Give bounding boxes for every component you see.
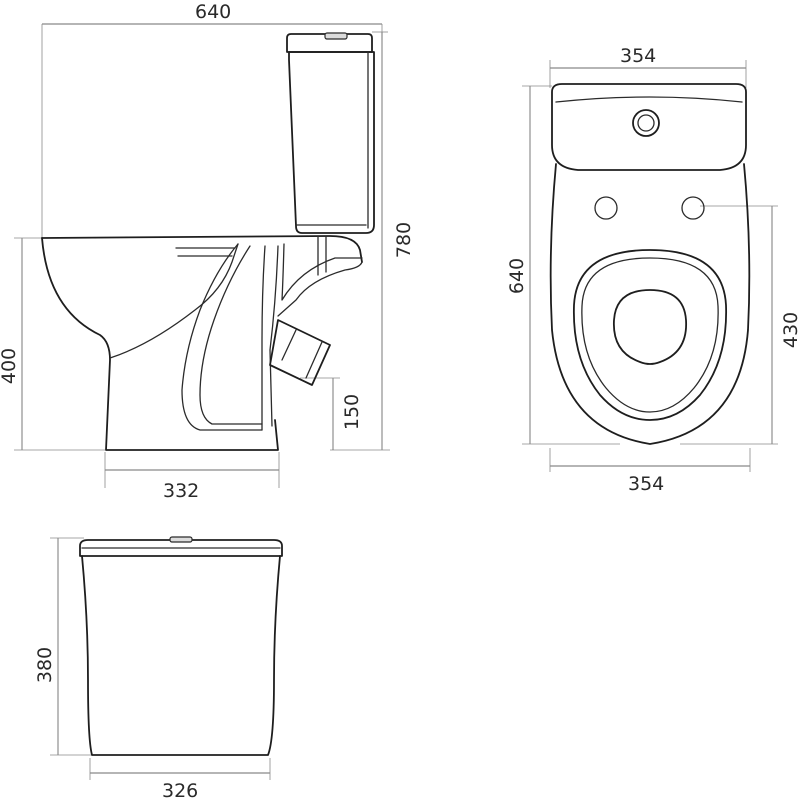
- top-hinge-dimension: 430: [680, 205, 800, 445]
- side-bowl-height-dimension: 400: [0, 237, 105, 451]
- side-width-dimension: 640: [41, 1, 383, 240]
- tank-width-label: 326: [162, 780, 198, 800]
- side-outlet-height-dimension: 150: [300, 377, 363, 450]
- side-bowl-height-label: 400: [0, 348, 20, 384]
- top-length-label: 640: [506, 258, 528, 294]
- top-bowl-width-label: 354: [628, 473, 664, 495]
- top-tank-width-dimension: 354: [549, 45, 747, 88]
- side-cistern: [286, 32, 375, 234]
- top-hinge-label: 430: [780, 312, 800, 348]
- top-view: 354 640 430 354: [506, 45, 800, 495]
- tank-width-dimension: 326: [89, 758, 271, 800]
- side-outlet-height-label: 150: [341, 394, 363, 430]
- hinge-hole-right-icon: [681, 196, 705, 220]
- tank-body: [79, 536, 283, 756]
- side-height-label: 780: [393, 222, 415, 258]
- side-height-dimension: 780: [330, 31, 415, 451]
- side-base-width-label: 332: [163, 480, 199, 502]
- tank-height-dimension: 380: [34, 537, 92, 756]
- flush-button-icon: [632, 109, 660, 137]
- top-bowl: [549, 163, 751, 445]
- top-length-dimension: 640: [506, 85, 620, 445]
- side-bowl: [41, 235, 363, 451]
- side-view: 640 780 400 150 332: [0, 1, 415, 502]
- top-bowl-width-dimension: 354: [549, 448, 751, 495]
- hinge-hole-left-icon: [594, 196, 618, 220]
- side-width-label: 640: [195, 1, 231, 23]
- side-base-width-dimension: 332: [104, 452, 280, 502]
- top-tank: [551, 83, 747, 171]
- tank-height-label: 380: [34, 647, 56, 683]
- cistern-front-view: 380 326: [34, 536, 283, 800]
- top-tank-width-label: 354: [620, 45, 656, 67]
